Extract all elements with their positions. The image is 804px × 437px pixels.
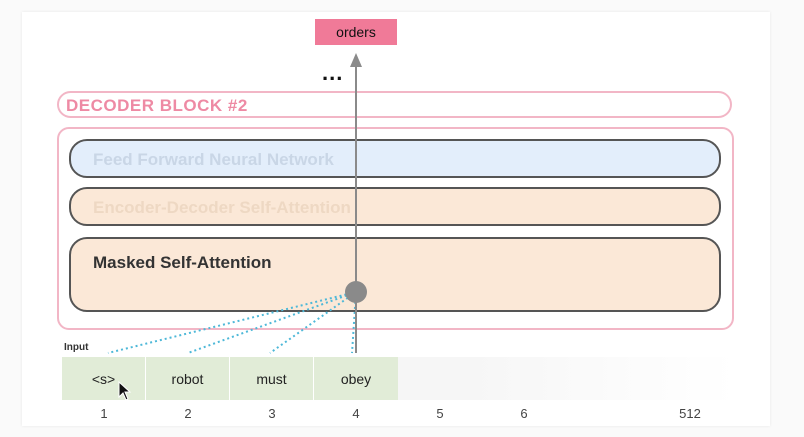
decoder-body: [57, 127, 734, 330]
attention-node: [345, 281, 367, 303]
attention-line: [187, 291, 357, 354]
position-number: 5: [436, 406, 444, 421]
position-number: 1: [100, 406, 108, 421]
mouse-cursor-icon: [118, 381, 132, 401]
output-arrow-head: [350, 53, 362, 67]
position-number: 3: [268, 406, 276, 421]
ellipsis: ...: [322, 60, 344, 85]
encoder-decoder-attention-layer: Encoder-Decoder Self-Attention: [69, 187, 721, 226]
ffnn-layer: Feed Forward Neural Network: [69, 139, 721, 178]
decoder-title-pill: [57, 91, 732, 118]
position-number: 512: [679, 406, 701, 421]
input-label: Input: [64, 342, 89, 353]
output-token: orders: [315, 19, 397, 45]
masked-self-attention-layer: Masked Self-Attention: [69, 237, 721, 312]
attention-line: [269, 291, 357, 354]
input-token: obey: [314, 357, 398, 400]
position-number: 6: [520, 406, 528, 421]
input-token: must: [230, 357, 314, 400]
attention-line: [107, 291, 357, 354]
input-token: robot: [146, 357, 230, 400]
position-number: 2: [184, 406, 192, 421]
input-token: <s>: [62, 357, 146, 400]
decoder-title: DECODER BLOCK #2: [66, 96, 248, 115]
position-number: 4: [352, 406, 360, 421]
